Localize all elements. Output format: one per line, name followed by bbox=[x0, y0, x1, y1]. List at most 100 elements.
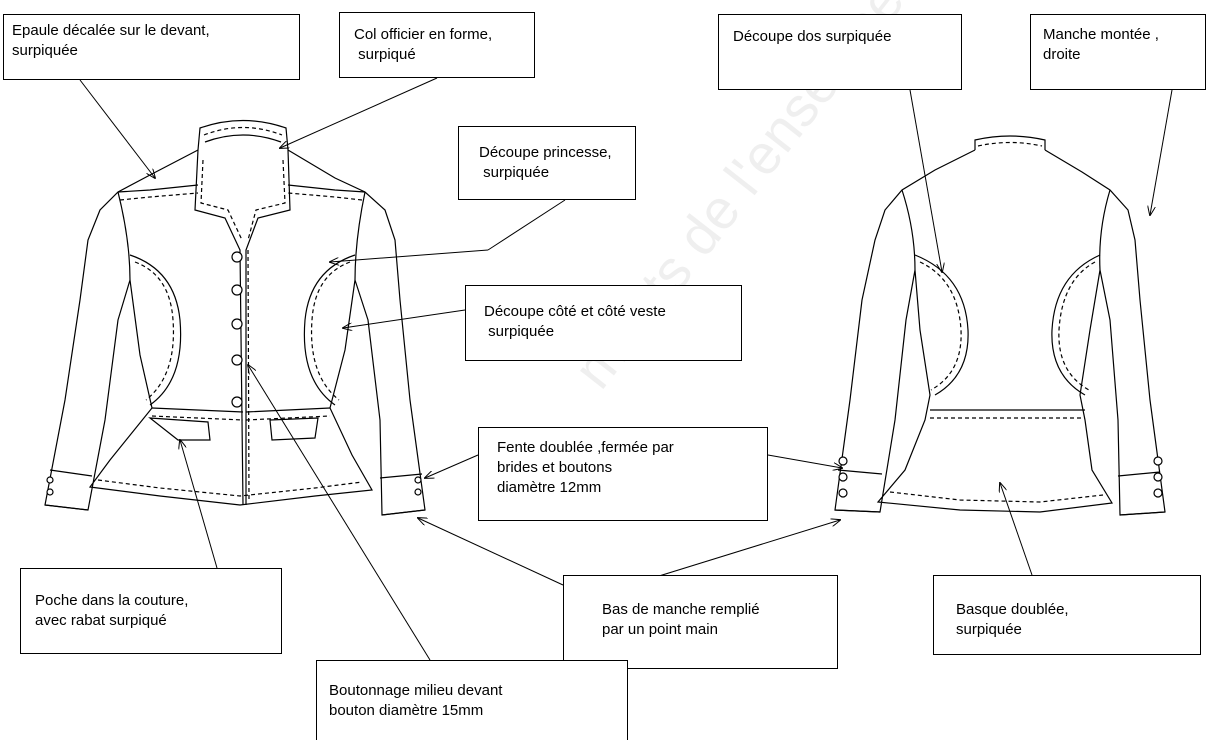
button-icon bbox=[1153, 472, 1163, 482]
label-bas-manche: Bas de manche remplié par un point main bbox=[563, 575, 838, 669]
back-body-outline bbox=[834, 149, 1166, 516]
label-line: diamètre 12mm bbox=[497, 479, 602, 496]
arrow-decoupe-dos bbox=[909, 89, 942, 272]
label-line: Bas de manche remplié bbox=[602, 601, 760, 618]
front-right-princess bbox=[303, 254, 356, 406]
front-right-princess-stitch bbox=[310, 261, 351, 401]
front-right-pocket-flap bbox=[269, 417, 319, 441]
label-line: droite bbox=[1043, 46, 1081, 63]
front-left-pocket-flap bbox=[148, 417, 211, 441]
front-left-lapel bbox=[194, 149, 244, 506]
label-decoupe-cote: Découpe côté et côté veste surpiquée bbox=[465, 285, 742, 361]
front-center-stitch bbox=[247, 249, 250, 501]
back-collar bbox=[974, 135, 1046, 150]
front-hem-stitch bbox=[97, 479, 363, 497]
arrow-basque bbox=[1000, 483, 1033, 576]
front-right-lapel bbox=[245, 149, 291, 505]
front-yoke-stitch bbox=[119, 192, 363, 201]
label-line: Epaule décalée sur le devant, bbox=[12, 22, 210, 39]
front-waist-stitch bbox=[151, 415, 331, 421]
button-icon bbox=[414, 488, 422, 496]
arrow-princesse-2 bbox=[330, 249, 489, 262]
label-line: Découpe dos surpiquée bbox=[733, 28, 892, 45]
label-line: avec rabat surpiqué bbox=[35, 612, 167, 629]
label-decoupe-dos: Découpe dos surpiquée bbox=[718, 14, 962, 90]
front-left-cuff bbox=[44, 469, 93, 511]
label-line: surpiqué bbox=[354, 46, 416, 63]
front-shoulder-yoke bbox=[117, 184, 366, 193]
front-jacket bbox=[44, 119, 426, 516]
button-icon bbox=[838, 456, 848, 466]
arrow-fente-back bbox=[767, 454, 842, 468]
back-right-armhole bbox=[1099, 189, 1111, 271]
leader-arrows bbox=[79, 77, 1173, 661]
label-boutonnage: Boutonnage milieu devant bouton diamètre… bbox=[316, 660, 628, 740]
front-body-outline bbox=[44, 149, 426, 516]
arrow-poche bbox=[180, 440, 218, 569]
back-jacket bbox=[834, 135, 1166, 516]
back-hem-stitch bbox=[889, 491, 1104, 503]
label-line: bouton diamètre 15mm bbox=[329, 702, 484, 719]
front-collar-stitch bbox=[203, 126, 283, 136]
arrow-epaule bbox=[79, 79, 155, 178]
label-line: surpiquée bbox=[12, 42, 78, 59]
front-collar bbox=[197, 119, 289, 151]
label-line: Fente doublée ,fermée par bbox=[497, 439, 674, 456]
label-line: Col officier en forme, bbox=[354, 26, 493, 43]
label-line: brides et boutons bbox=[497, 459, 613, 476]
button-icon bbox=[46, 476, 54, 484]
button-icon bbox=[414, 476, 422, 484]
button-icon bbox=[231, 318, 243, 330]
arrow-bas-manche-front bbox=[418, 518, 564, 586]
back-left-seam-stitch bbox=[919, 261, 962, 391]
label-manche-montee: Manche montée , droite bbox=[1030, 14, 1206, 90]
back-left-armhole bbox=[901, 189, 916, 271]
label-basque: Basque doublée, surpiquée bbox=[933, 575, 1201, 655]
front-lapel-stitch bbox=[200, 159, 286, 241]
label-line: Manche montée , bbox=[1043, 26, 1159, 43]
front-right-cuff bbox=[379, 473, 426, 516]
button-icon bbox=[231, 354, 243, 366]
button-icon bbox=[231, 284, 243, 296]
arrow-princesse bbox=[487, 199, 566, 251]
arrow-boutonnage bbox=[248, 365, 431, 661]
label-line: par un point main bbox=[602, 621, 718, 638]
label-line: Basque doublée, bbox=[956, 601, 1069, 618]
label-line: Poche dans la couture, bbox=[35, 592, 189, 609]
front-left-armhole bbox=[117, 191, 131, 281]
front-right-armhole bbox=[354, 191, 366, 281]
front-left-princess-stitch bbox=[134, 261, 175, 401]
button-icon bbox=[46, 488, 54, 496]
label-princesse: Découpe princesse, surpiquée bbox=[458, 126, 636, 200]
button-icon bbox=[838, 472, 848, 482]
label-col: Col officier en forme, surpiqué bbox=[339, 12, 535, 78]
label-fente: Fente doublée ,fermée par brides et bout… bbox=[478, 427, 768, 521]
label-line: surpiquée bbox=[956, 621, 1022, 638]
button-icon bbox=[838, 488, 848, 498]
label-line: surpiquée bbox=[479, 164, 550, 181]
back-right-cuff bbox=[1117, 471, 1166, 516]
front-waist-seam bbox=[151, 407, 331, 413]
label-line: Boutonnage milieu devant bbox=[329, 682, 503, 699]
button-icon bbox=[1153, 456, 1163, 466]
arrow-manche-montee bbox=[1150, 89, 1173, 215]
back-right-seam-stitch bbox=[1058, 261, 1096, 391]
button-icon bbox=[1153, 488, 1163, 498]
arrow-decoupe-cote bbox=[343, 309, 466, 328]
back-right-seam bbox=[1051, 254, 1101, 396]
arrow-col bbox=[280, 77, 438, 148]
arrow-fente bbox=[425, 454, 479, 478]
arrow-bas-manche-back bbox=[629, 520, 840, 586]
back-collar-stitch bbox=[977, 141, 1043, 147]
label-poche: Poche dans la couture, avec rabat surpiq… bbox=[20, 568, 282, 654]
label-line: Découpe côté et côté veste bbox=[484, 303, 666, 320]
label-line: Découpe princesse, bbox=[479, 144, 612, 161]
button-icon bbox=[231, 251, 243, 263]
front-left-princess bbox=[129, 254, 182, 406]
back-left-cuff bbox=[834, 469, 883, 513]
label-epaule: Epaule décalée sur le devant, surpiquée bbox=[3, 14, 300, 80]
front-buttons bbox=[46, 251, 422, 496]
button-icon bbox=[231, 396, 243, 408]
label-line: surpiquée bbox=[484, 323, 555, 340]
